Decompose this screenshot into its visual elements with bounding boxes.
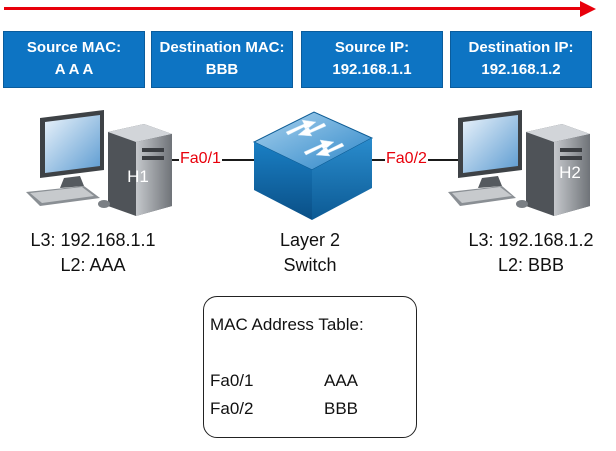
computer-icon <box>26 110 172 216</box>
mac-address-table: MAC Address Table: Fa0/1 AAA Fa0/2 BBB <box>203 296 417 438</box>
h2-l2-address: L2: BBB <box>497 255 565 275</box>
mac-table-title: MAC Address Table: <box>210 315 364 334</box>
source-mac-label: Source MAC: <box>26 39 122 56</box>
arrow-icon <box>580 1 596 17</box>
h1-l2-address: L2: AAA <box>60 255 126 275</box>
port-label-fa0-1: Fa0/1 <box>179 150 222 168</box>
mac-table-port: Fa0/2 <box>210 399 254 418</box>
mac-table-mac: BBB <box>324 399 359 418</box>
h2-l3-address: L3: 192.168.1.2 <box>468 230 594 250</box>
source-ip-value: 192.168.1.1 <box>332 61 412 78</box>
destination-ip-value: 192.168.1.2 <box>481 61 561 78</box>
mac-table-row: Fa0/2 BBB <box>210 399 358 419</box>
switch-caption-line1: Layer 2 <box>279 230 341 250</box>
mac-table-mac: AAA <box>324 371 359 390</box>
destination-mac-label: Destination MAC: <box>159 39 285 56</box>
mac-table-port: Fa0/1 <box>210 371 254 390</box>
switch-icon <box>252 111 374 220</box>
destination-mac-box: Destination MAC: BBB <box>151 31 293 88</box>
h2-addresses: L3: 192.168.1.2 L2: BBB <box>446 228 616 278</box>
host-label-h1: H1 <box>127 167 149 186</box>
source-mac-value: A A A <box>54 61 94 78</box>
source-ip-label: Source IP: <box>334 39 410 56</box>
source-ip-box: Source IP: 192.168.1.1 <box>301 31 443 88</box>
destination-mac-value: BBB <box>205 61 239 78</box>
destination-ip-label: Destination IP: <box>468 39 574 56</box>
switch-caption-line2: Switch <box>283 255 337 275</box>
mac-table-row: Fa0/1 AAA <box>210 371 358 391</box>
source-mac-box: Source MAC: A A A <box>3 31 145 88</box>
arrow-line <box>4 7 586 10</box>
h1-addresses: L3: 192.168.1.1 L2: AAA <box>6 228 180 278</box>
host-label-h2: H2 <box>559 163 581 182</box>
h1-l3-address: L3: 192.168.1.1 <box>30 230 156 250</box>
port-label-fa0-2: Fa0/2 <box>385 150 428 168</box>
destination-ip-box: Destination IP: 192.168.1.2 <box>450 31 592 88</box>
switch-caption: Layer 2 Switch <box>240 228 380 278</box>
computer-icon <box>448 110 590 216</box>
